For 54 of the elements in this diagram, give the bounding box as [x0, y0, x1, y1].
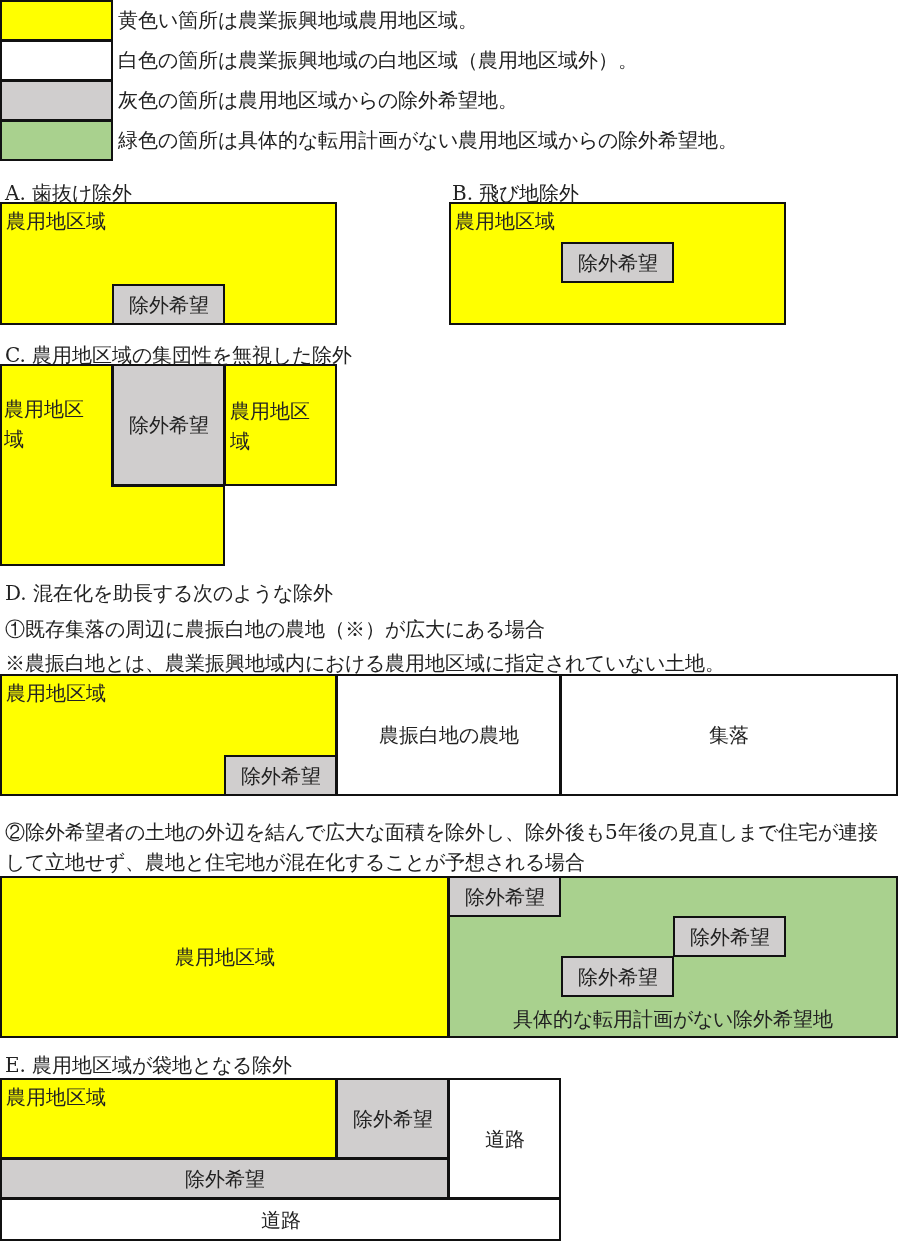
exclusion-area-box [448, 876, 561, 917]
zone-label: 除外希望 [577, 249, 658, 277]
legend-text: 黄色い箇所は農業振興地域農用地区域。 [118, 7, 478, 34]
farmland-zone-box [224, 364, 337, 486]
zone-label: 道路 [260, 1206, 301, 1234]
zone-label: 農用地区域 [6, 680, 106, 707]
zone-label: 除外希望 [184, 1165, 265, 1193]
farmland-zone-shape [0, 364, 225, 566]
section-heading: E. 農用地区域が袋地となる除外 [5, 1052, 293, 1079]
note-text: ※農振白地とは、農業振興地域内における農用地区域に指定されていない土地。 [5, 650, 725, 677]
zone-label: 具体的な転用計画がない除外希望地 [513, 1006, 833, 1033]
zone-label: 農用地区域 [174, 944, 275, 971]
legend-text: 白色の箇所は農業振興地域の白地区域（農用地区域外）。 [118, 47, 638, 74]
exclusion-area-box [224, 755, 337, 796]
section-heading: A. 歯抜け除外 [5, 180, 133, 207]
section-heading: B. 飛び地除外 [452, 180, 580, 207]
legend-text: 緑色の箇所は具体的な転用計画がない農用地区域からの除外希望地。 [118, 127, 738, 154]
farmland-zone-box [449, 202, 786, 325]
section-heading: D. 混在化を助長する次のような除外 [5, 580, 334, 607]
planned-exclusion-area-box [448, 876, 898, 1038]
farmland-zone-box [0, 202, 337, 325]
exclusion-area-box [336, 1078, 449, 1159]
zone-label: 農振白地の農地 [378, 722, 519, 749]
zone-label: 農用地区域 [455, 208, 555, 235]
exclusion-area-box [561, 956, 674, 997]
zone-label: 除外希望 [352, 1105, 433, 1133]
zone-label: 除外希望 [689, 923, 770, 951]
zone-label: 除外希望 [464, 883, 545, 911]
exclusion-area-box [673, 916, 786, 957]
zone-label: 農用地区域 [4, 396, 85, 453]
zone-label: 農用地区域 [6, 208, 106, 235]
zone-label: 除外希望 [128, 412, 209, 439]
legend-text: 灰色の箇所は農用地区域からの除外希望地。 [118, 87, 518, 114]
farmland-area-box [336, 674, 561, 796]
exclusion-area-box [112, 364, 225, 486]
exclusion-area-box [561, 242, 674, 283]
section-heading: C. 農用地区域の集団性を無視した除外 [5, 342, 353, 369]
zone-label: 道路 [484, 1125, 525, 1153]
road-area [0, 1198, 561, 1241]
zone-label: 農用地区域 [230, 398, 311, 455]
case-description: ②除外希望者の土地の外辺を結んで広大な面積を除外し、除外後も5年後の見直しまで住宅が連接して立地せず、農地と住宅地が混在化することが予想される場合 [5, 819, 879, 876]
exclusion-area-box [112, 284, 225, 325]
exclusion-area-box [0, 1158, 449, 1199]
zone-label: 農用地区域 [6, 1084, 106, 1111]
zone-label: 集落 [709, 722, 749, 749]
farmland-zone-box [0, 876, 449, 1038]
road-area [448, 1078, 561, 1199]
zone-label: 除外希望 [128, 291, 209, 319]
farmland-zone-box [0, 674, 337, 796]
zone-label: 除外希望 [577, 963, 658, 991]
farmland-zone-box [0, 1078, 337, 1159]
zone-label: 除外希望 [240, 762, 321, 790]
case-description: ①既存集落の周辺に農振白地の農地（※）が広大にある場合 [5, 616, 545, 643]
settlement-area-box [560, 674, 898, 796]
